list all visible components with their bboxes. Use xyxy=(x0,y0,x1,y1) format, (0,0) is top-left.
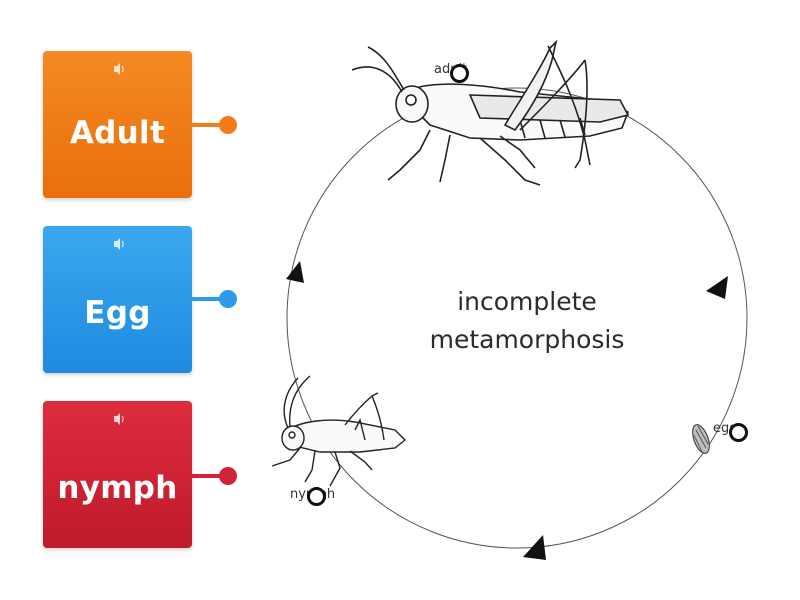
speaker-icon[interactable] xyxy=(43,61,192,79)
tile-label-nymph: nymph xyxy=(57,470,178,506)
adult-grasshopper-illustration xyxy=(351,39,630,186)
tile-adult[interactable]: Adult xyxy=(43,51,192,198)
connector-line-nymph xyxy=(192,474,226,478)
tile-egg[interactable]: Egg xyxy=(43,226,192,373)
drop-target-adult[interactable] xyxy=(450,64,469,83)
speaker-icon[interactable] xyxy=(43,411,192,429)
cycle-arrow-right xyxy=(706,276,728,299)
tile-label-egg: Egg xyxy=(84,295,151,331)
connector-handle-egg[interactable] xyxy=(219,290,237,308)
cycle-circle xyxy=(286,87,748,549)
cycle-arrow-bottom xyxy=(523,535,546,560)
connector-line-adult xyxy=(192,123,226,127)
connector-line-egg xyxy=(192,297,226,301)
diagram-title-line-1: incomplete xyxy=(457,287,597,316)
drop-target-egg[interactable] xyxy=(729,423,748,442)
diagram-title-line-2: metamorphosis xyxy=(429,325,625,354)
speaker-icon[interactable] xyxy=(43,236,192,254)
egg-pod-illustration xyxy=(692,424,710,454)
tile-nymph[interactable]: nymph xyxy=(43,401,192,548)
nymph-grasshopper-illustration xyxy=(271,375,407,487)
cycle-arrow-left xyxy=(286,261,304,283)
drop-target-nymph[interactable] xyxy=(307,487,326,506)
connector-handle-nymph[interactable] xyxy=(219,467,237,485)
tile-label-adult: Adult xyxy=(69,115,166,151)
connector-handle-adult[interactable] xyxy=(219,116,237,134)
